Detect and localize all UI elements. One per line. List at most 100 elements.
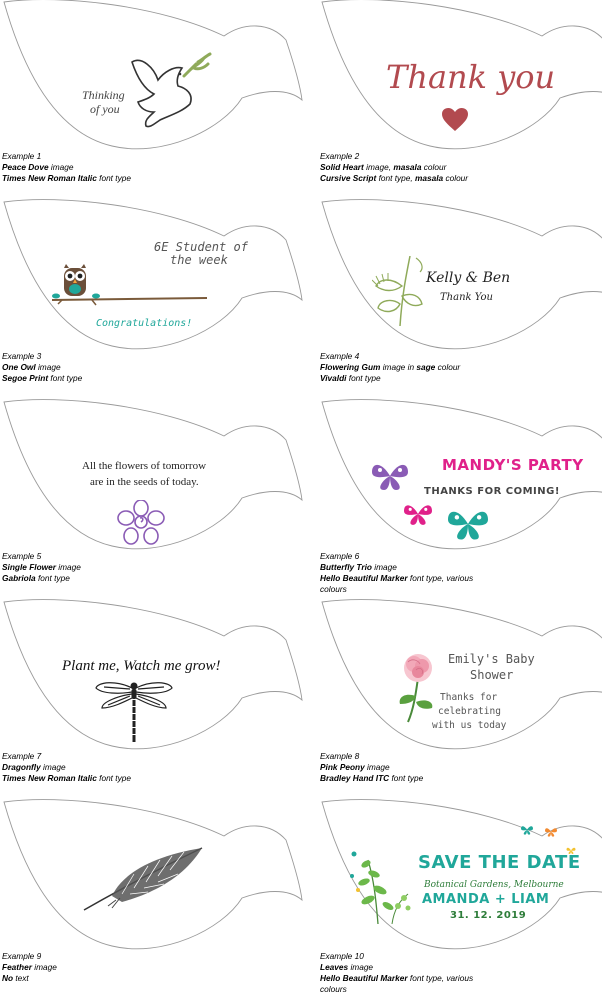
example-card-4: Kelly & Ben Thank You Example 4 Flowerin… (320, 199, 602, 398)
caption-image-extra: colour (421, 162, 447, 172)
message-line-2: THANKS FOR COMING! (424, 486, 560, 497)
caption-font-name: No (2, 973, 14, 983)
caption-font-name: Gabriola (2, 573, 36, 583)
example-card-5: All the flowers of tomorrow are in the s… (2, 399, 303, 598)
message-line-1: Thank you (386, 58, 556, 96)
caption-font-label: font type (35, 573, 70, 583)
caption-font-line2: colours (320, 584, 347, 594)
caption-image-colour: masala (393, 162, 422, 172)
caption: Example 1 Peace Dove image Times New Rom… (2, 151, 302, 184)
leaves-icon (350, 851, 411, 924)
caption-image-name: One Owl (2, 362, 36, 372)
butterfly-icon (404, 505, 432, 525)
caption-image-label: image (371, 562, 397, 572)
caption-image-label: image (55, 562, 81, 572)
example-card-10: SAVE THE DATE Botanical Gardens, Melbour… (320, 799, 602, 998)
caption: Example 8 Pink Peony image Bradley Hand … (320, 751, 602, 784)
caption-font-extra: colour (443, 173, 469, 183)
caption-image-name: Single Flower (2, 562, 56, 572)
caption-font-label: font type, various (407, 573, 474, 583)
message-line-1: All the flowers of tomorrow (82, 460, 207, 472)
caption-font-label: font type, (376, 173, 416, 183)
caption-image-label: image (348, 962, 374, 972)
message-line-2: the week (170, 253, 228, 267)
caption: Example 7 Dragonfly image Times New Roma… (2, 751, 302, 784)
caption: Example 2 Solid Heart image, masala colo… (320, 151, 602, 184)
butterfly-icon (521, 826, 533, 835)
caption-font-label: font type (346, 373, 381, 383)
message-line-3: AMANDA + LIAM (422, 892, 550, 907)
caption-image-label: image (40, 762, 66, 772)
caption-image-label: image (31, 962, 57, 972)
caption-font-name: Times New Roman Italic (2, 173, 97, 183)
message-line-3: Congratulations! (96, 318, 193, 329)
caption-font-name: Times New Roman Italic (2, 773, 97, 783)
caption-font-label: font type (96, 173, 131, 183)
butterfly-icon (448, 511, 488, 540)
example-card-8: Emily's Baby Shower Thanks for celebrati… (320, 599, 602, 798)
caption-font-name: Hello Beautiful Marker (320, 973, 408, 983)
caption-font-line2: colours (320, 984, 347, 994)
example-card-7: Plant me, Watch me grow! Example 7 Drago… (2, 599, 303, 798)
message-line-2: Botanical Gardens, Melbourne (424, 880, 564, 890)
caption-number: Example 9 (2, 951, 42, 961)
caption-number: Example 4 (320, 351, 360, 361)
caption-number: Example 3 (2, 351, 42, 361)
caption-image-label: image (35, 362, 61, 372)
example-card-9: Example 9 Feather image No text (2, 799, 303, 998)
caption-font-name: Cursive Script (320, 173, 377, 183)
message-line-4: celebrating (438, 706, 501, 717)
caption-image-colour: sage (416, 362, 436, 372)
caption-image-label: image (48, 162, 74, 172)
message-line-4: 31. 12. 2019 (450, 910, 527, 921)
caption-image-name: Flowering Gum (320, 362, 381, 372)
caption-image-name: Pink Peony (320, 762, 365, 772)
caption-image-name: Solid Heart (320, 162, 364, 172)
caption-font-name: Vivaldi (320, 373, 347, 383)
caption-image-label: image, (363, 162, 394, 172)
butterfly-icon (566, 847, 576, 854)
caption-image-label: image in (380, 362, 417, 372)
message-line-1: Emily's Baby (448, 652, 535, 666)
message-line-1: Kelly & Ben (426, 270, 511, 286)
flowering-gum-icon (372, 256, 423, 326)
caption-number: Example 5 (2, 551, 42, 561)
caption-number: Example 7 (2, 751, 42, 761)
message-line-2: Thank You (440, 292, 493, 303)
caption-number: Example 8 (320, 751, 360, 761)
caption-image-label: image (364, 762, 390, 772)
caption-image-extra: colour (435, 362, 461, 372)
caption: Example 6 Butterfly Trio image Hello Bea… (320, 551, 602, 595)
message-line-2: are in the seeds of today. (90, 476, 199, 488)
caption-image-name: Butterfly Trio (320, 562, 372, 572)
example-card-6: MANDY'S PARTY THANKS FOR COMING! Example… (320, 399, 602, 598)
caption-font-name: Bradley Hand ITC (320, 773, 390, 783)
owl-icon (52, 264, 207, 306)
caption-font-name: Segoe Print (2, 373, 49, 383)
caption: Example 10 Leaves image Hello Beautiful … (320, 951, 602, 995)
message-line-3: Thanks for (440, 692, 498, 703)
caption: Example 5 Single Flower image Gabriola f… (2, 551, 302, 584)
butterfly-icon (545, 828, 557, 837)
caption-number: Example 10 (320, 951, 364, 961)
caption-font-label: text (13, 973, 29, 983)
dragonfly-icon (95, 682, 173, 742)
caption-image-name: Leaves (320, 962, 349, 972)
caption-font-colour: masala (415, 173, 444, 183)
heart-icon (442, 108, 468, 131)
message-line-1: 6E Student of (154, 240, 248, 254)
message-line-1: MANDY'S PARTY (442, 456, 584, 474)
message-line-2: Shower (470, 668, 514, 682)
caption-number: Example 6 (320, 551, 360, 561)
message-line-1: Plant me, Watch me grow! (62, 658, 221, 674)
feather-icon (83, 847, 203, 911)
example-card-2: Thank you Example 2 Solid Heart image, m… (320, 0, 602, 198)
caption-font-name: Hello Beautiful Marker (320, 573, 408, 583)
butterfly-icon (372, 464, 408, 490)
message-line-1: Thinking (82, 88, 125, 102)
message-line-2: of you (90, 102, 120, 116)
caption-number: Example 1 (2, 151, 42, 161)
caption-font-label: font type (96, 773, 131, 783)
peony-icon (399, 654, 433, 723)
caption: Example 9 Feather image No text (2, 951, 302, 984)
